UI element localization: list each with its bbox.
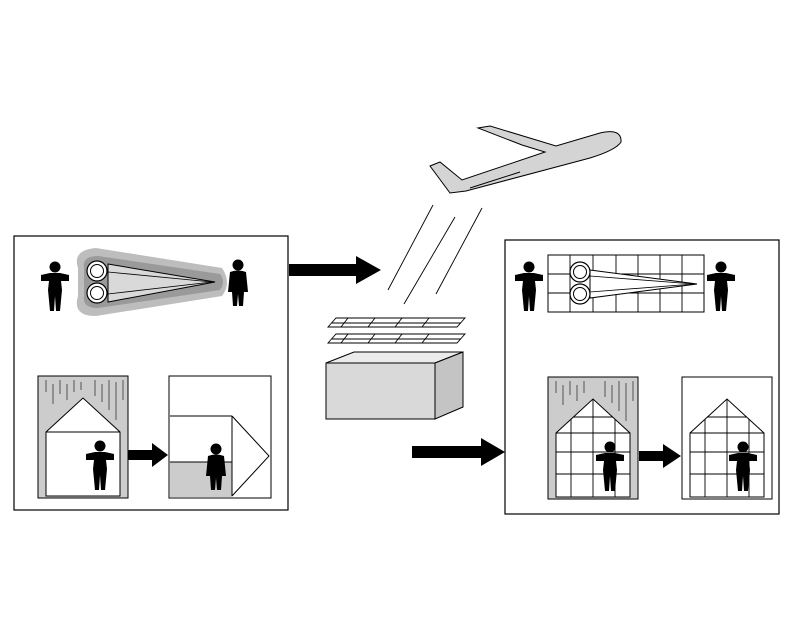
house-icon — [37, 375, 129, 499]
rain-icon — [45, 380, 124, 420]
left-panel-frame — [13, 235, 289, 511]
sheltered-room-icon — [168, 375, 272, 499]
person-back-view-icon — [228, 259, 248, 306]
standing-person-icon — [41, 261, 69, 311]
house-icon — [681, 376, 773, 500]
directional-signal-icon — [76, 248, 227, 316]
grid-mesh-icon — [326, 317, 467, 344]
container-box-icon — [325, 351, 464, 420]
arrow-right-icon — [128, 443, 168, 467]
rain-icon — [555, 381, 634, 421]
left-panel — [13, 235, 289, 511]
arrow-right-icon — [412, 438, 505, 466]
arrow-right-icon — [289, 256, 381, 284]
right-panel-frame — [504, 239, 780, 515]
airplane-icon — [429, 125, 622, 194]
blocked-signal-grid — [547, 254, 705, 313]
right-panel — [504, 239, 780, 515]
house-icon — [547, 376, 639, 500]
arrow-right-icon — [639, 444, 681, 468]
standing-person-icon — [515, 261, 543, 311]
standing-person-icon — [707, 261, 735, 311]
drop-trajectory — [387, 204, 483, 305]
